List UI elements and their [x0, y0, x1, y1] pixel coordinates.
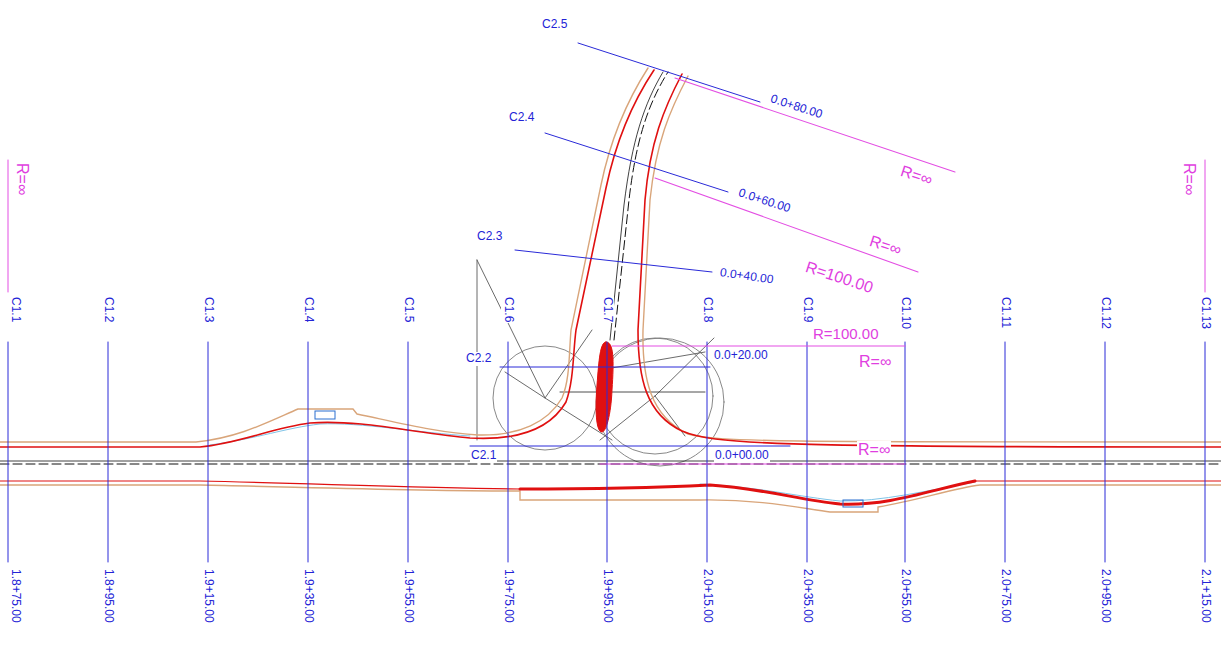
section-label: C1.3 — [201, 296, 215, 323]
drain-box — [315, 411, 335, 419]
cross-section-line — [8, 342, 1205, 562]
center-line — [0, 461, 1221, 462]
radius-label: R=∞ — [897, 162, 935, 190]
traffic-island — [596, 342, 613, 432]
section-label: C2.4 — [508, 111, 535, 125]
station-label: 2.0+55.00 — [898, 568, 912, 624]
station-label: 1.9+55.00 — [401, 568, 415, 624]
section-label: C1.1 — [8, 296, 22, 323]
section-label: C1.12 — [1098, 296, 1112, 330]
radius-label: R=100.00 — [812, 325, 879, 342]
curb-line — [210, 424, 470, 445]
section-label: C1.10 — [898, 296, 912, 330]
radius-label: R=∞ — [13, 162, 31, 196]
section-label: C1.4 — [301, 296, 315, 323]
station-label: 0.0+60.00 — [736, 186, 793, 216]
section-label: C1.11 — [998, 296, 1012, 329]
station-label: 1.8+95.00 — [101, 568, 115, 624]
station-label: 2.0+95.00 — [1098, 568, 1112, 624]
section-label: C1.7 — [600, 296, 614, 323]
station-label: 0.0+20.00 — [713, 349, 769, 363]
radius-label: R=∞ — [866, 232, 904, 260]
radius-label: R=100.00 — [802, 258, 876, 298]
road-outer-edge — [0, 68, 648, 442]
radius-line — [8, 160, 1205, 292]
section-label: C2.1 — [470, 449, 497, 463]
station-label: 1.9+95.00 — [600, 568, 614, 624]
section-label: C2.3 — [476, 230, 503, 244]
drain-box — [843, 500, 863, 507]
station-label: 2.1+15.00 — [1198, 568, 1212, 624]
section-label: C1.2 — [101, 296, 115, 323]
station-label: 1.9+35.00 — [301, 568, 315, 624]
radius-line — [600, 78, 955, 464]
station-label: 2.0+35.00 — [800, 568, 814, 624]
station-label: 0.0+80.00 — [768, 92, 825, 122]
widening-edge — [520, 481, 975, 504]
section-label: C1.6 — [501, 296, 515, 323]
radius-label: R=∞ — [858, 353, 892, 371]
radius-label: R=∞ — [857, 441, 891, 459]
pavement-edge — [638, 74, 1221, 447]
radius-label: R=∞ — [1180, 162, 1198, 196]
station-label: 2.0+15.00 — [700, 568, 714, 624]
construction-line — [560, 392, 705, 393]
station-label: 1.9+75.00 — [501, 568, 515, 624]
center-line — [614, 72, 668, 340]
section-label: C1.8 — [700, 296, 714, 323]
construction-line — [477, 260, 714, 440]
section-label: C2.2 — [465, 352, 492, 366]
section-label: C1.13 — [1198, 296, 1212, 330]
station-label: 0.0+00.00 — [714, 449, 770, 463]
station-label: 2.0+75.00 — [998, 568, 1012, 624]
cross-section-line — [470, 43, 790, 446]
pavement-edge — [0, 70, 654, 447]
station-label: 0.0+40.00 — [718, 266, 775, 287]
road-outer-edge — [643, 76, 1221, 442]
station-label: 1.8+75.00 — [8, 568, 22, 624]
section-label: C1.5 — [401, 296, 415, 323]
section-label: C1.9 — [800, 296, 814, 323]
section-label: C2.5 — [541, 18, 568, 32]
station-label: 1.9+15.00 — [201, 568, 215, 624]
